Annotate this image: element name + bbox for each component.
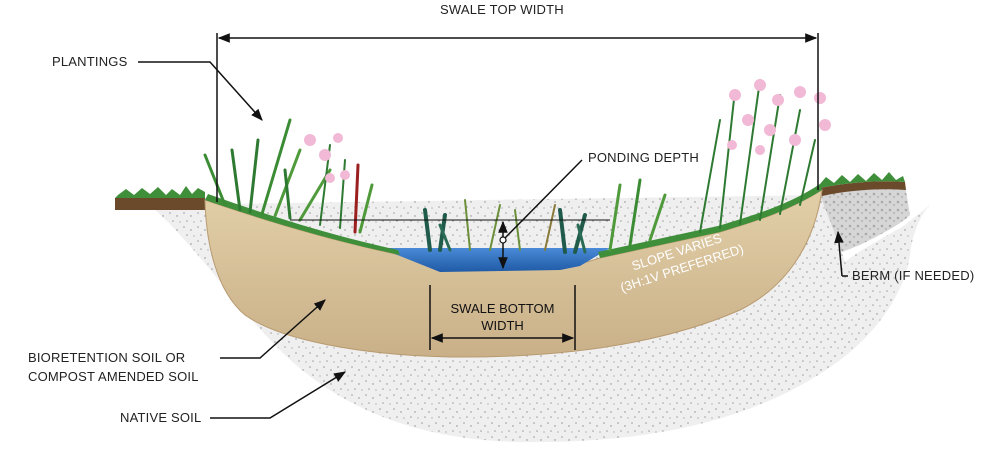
ponding-leader-dot xyxy=(499,236,507,244)
plantings-label: PLANTINGS xyxy=(52,54,128,69)
swale-bottom-width-label: SWALE BOTTOM WIDTH xyxy=(432,300,573,334)
left-slope-grass xyxy=(205,194,400,255)
right-grass xyxy=(820,172,905,188)
native-soil-leader xyxy=(210,371,347,419)
bioretention-line1: BIORETENTION SOIL OR xyxy=(28,350,186,365)
bioretention-leader xyxy=(220,299,326,359)
bioretention-line2: COMPOST AMENDED SOIL xyxy=(28,369,199,384)
ponding-water xyxy=(380,248,610,272)
swale-top-width-label: SWALE TOP WIDTH xyxy=(440,2,564,17)
bioretention-label: BIORETENTION SOIL OR COMPOST AMENDED SOI… xyxy=(28,348,199,386)
right-plantings xyxy=(608,79,831,252)
ponding-leader xyxy=(504,159,583,239)
left-plantings xyxy=(203,118,374,234)
left-topsoil xyxy=(115,198,207,210)
bottom-width-line1: SWALE BOTTOM xyxy=(450,301,555,316)
plantings-leader xyxy=(138,61,263,121)
center-plantings xyxy=(423,199,587,254)
right-topsoil xyxy=(820,181,906,196)
berm-leader xyxy=(834,230,844,277)
ponding-depth-label: PONDING DEPTH xyxy=(588,150,699,165)
native-soil-label: NATIVE SOIL xyxy=(120,410,202,425)
left-grass xyxy=(115,186,205,198)
bottom-width-line2: WIDTH xyxy=(481,318,524,333)
berm-label: BERM (IF NEEDED) xyxy=(852,268,975,283)
right-slope-grass xyxy=(598,184,822,258)
